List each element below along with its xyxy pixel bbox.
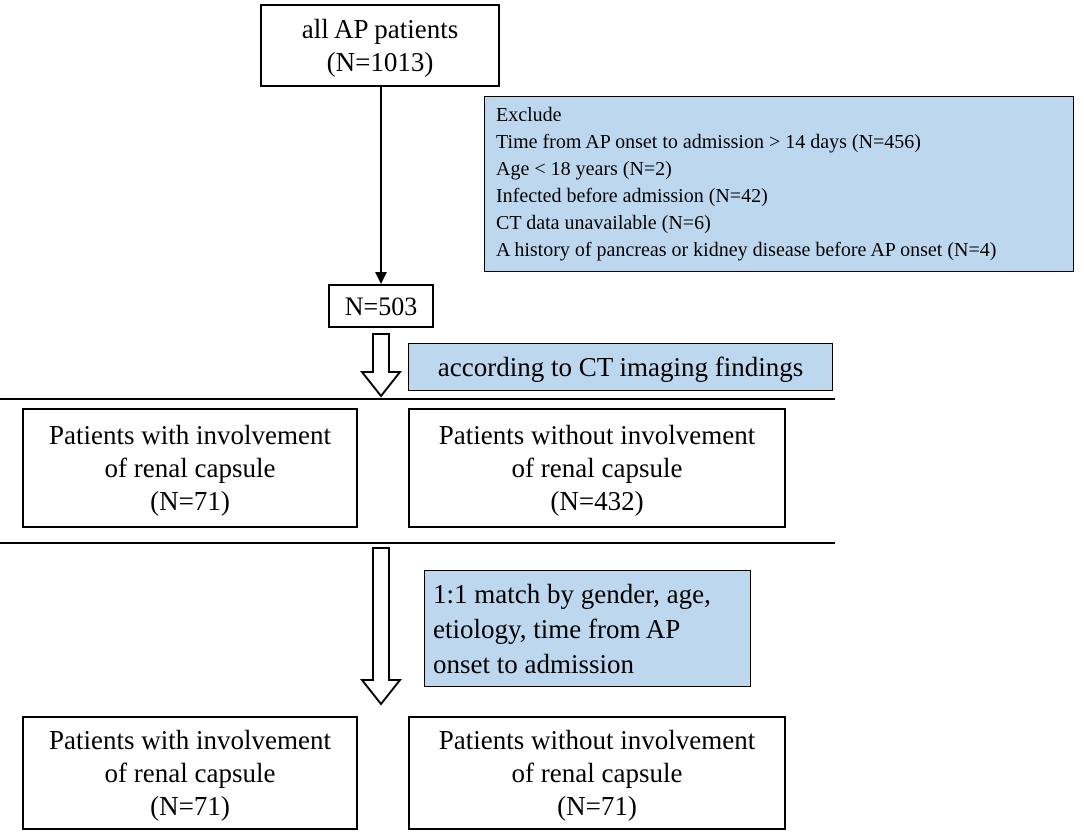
divider-line-1 [0,398,835,400]
stage2-uninvolved-count: (N=71) [557,790,637,821]
n503-box: N=503 [328,284,434,328]
matching-line2: etiology, time from AP [433,614,681,644]
stage1-involved-line1: Patients with involvement [49,419,331,450]
stage1-uninvolved-count: (N=432) [550,485,644,516]
matching-line1: 1:1 match by gender, age, [433,579,711,609]
exclusion-item: CT data unavailable (N=6) [496,212,711,234]
n503-label: N=503 [344,291,418,321]
stage2-involved-line2: of renal capsule [104,757,276,788]
stage1-uninvolved-line1: Patients without involvement [438,419,756,450]
ct-criterion-note: according to CT imaging findings [408,343,833,391]
stage1-uninvolved-line2: of renal capsule [511,452,683,483]
stage2-uninvolved-box: Patients without involvement of renal ca… [408,716,786,830]
hollow-down-arrow-1 [359,333,403,398]
stage2-involved-count: (N=71) [150,790,230,821]
stage1-involved-line2: of renal capsule [104,452,276,483]
stage1-involved-count: (N=71) [150,485,230,516]
all-patients-box: all AP patients (N=1013) [260,4,500,87]
stage2-uninvolved-line1: Patients without involvement [438,724,756,755]
all-patients-count: (N=1013) [326,46,434,77]
exclusion-heading: Exclude [496,104,562,126]
exclusion-item: A history of pancreas or kidney disease … [496,239,997,261]
down-arrowhead [375,272,387,284]
stage2-uninvolved-line2: of renal capsule [511,757,683,788]
hollow-down-arrow-2 [359,547,403,706]
all-patients-label: all AP patients [301,13,459,44]
stage2-involved-line1: Patients with involvement [49,724,331,755]
stage1-involved-box: Patients with involvement of renal capsu… [22,408,358,528]
ct-criterion-label: according to CT imaging findings [437,351,804,382]
exclusion-box: Exclude Time from AP onset to admission … [484,96,1074,272]
divider-line-2 [0,542,835,544]
matching-note: 1:1 match by gender, age, etiology, time… [424,570,751,687]
exclusion-item: Infected before admission (N=42) [496,185,768,207]
stage2-involved-box: Patients with involvement of renal capsu… [22,716,358,830]
exclusion-item: Time from AP onset to admission > 14 day… [496,131,921,153]
matching-line3: onset to admission [433,649,634,679]
stage1-uninvolved-box: Patients without involvement of renal ca… [408,408,786,528]
exclusion-item: Age < 18 years (N=2) [496,158,672,180]
